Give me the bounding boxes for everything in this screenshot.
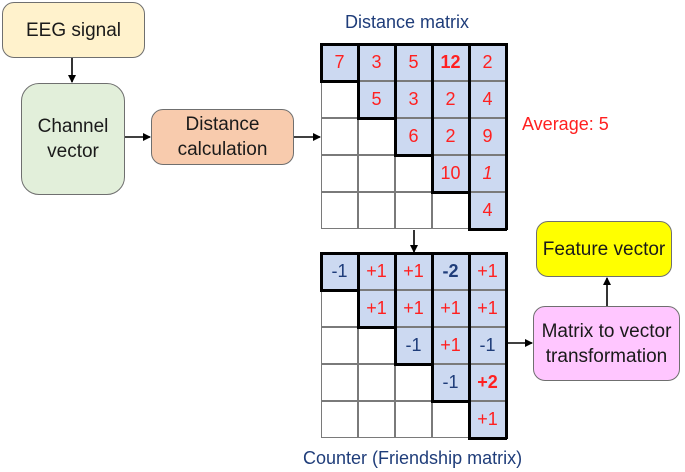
feature-vector-label: Feature vector xyxy=(542,238,666,260)
region-border xyxy=(431,400,470,403)
eeg-signal-box: EEG signal xyxy=(2,2,145,58)
region-border xyxy=(505,252,508,438)
empty-cell xyxy=(432,192,469,229)
matrix-cell: -1 xyxy=(395,327,432,364)
empty-cell xyxy=(395,192,432,229)
empty-cell xyxy=(358,192,395,229)
matrix-cell: +1 xyxy=(469,253,506,290)
distance-calculation-label: Distance calculation xyxy=(177,114,268,160)
matrix-cell: +1 xyxy=(469,290,506,327)
empty-cell xyxy=(321,290,358,327)
region-border xyxy=(431,154,434,193)
matrix-cell: 12 xyxy=(432,44,469,81)
empty-cell xyxy=(395,155,432,192)
region-border xyxy=(357,289,360,328)
region-border xyxy=(431,363,434,402)
empty-cell xyxy=(358,327,395,364)
region-border xyxy=(468,252,471,401)
region-border xyxy=(394,363,433,366)
feature-vector-box: Feature vector xyxy=(536,221,672,277)
region-border xyxy=(320,252,323,291)
region-border xyxy=(468,400,471,439)
matrix-cell: -2 xyxy=(432,253,469,290)
region-border xyxy=(320,43,323,82)
region-border xyxy=(357,326,396,329)
region-border xyxy=(468,228,507,231)
distance-matrix-title: Distance matrix xyxy=(345,12,470,32)
region-border xyxy=(394,326,397,365)
matrix-cell: +1 xyxy=(469,401,506,438)
matrix-cell: -1 xyxy=(432,364,469,401)
matrix-cell: +1 xyxy=(395,290,432,327)
matrix-cell: +1 xyxy=(358,290,395,327)
matrix-cell: -1 xyxy=(321,253,358,290)
matrix-cell: 7 xyxy=(321,44,358,81)
region-border xyxy=(357,43,360,81)
eeg-signal-label: EEG signal xyxy=(25,19,122,41)
region-border xyxy=(394,43,397,118)
matrix-cell: +1 xyxy=(432,327,469,364)
matrix-cell: 2 xyxy=(432,81,469,118)
region-border xyxy=(431,252,434,364)
region-border xyxy=(357,252,360,290)
region-border xyxy=(320,289,359,292)
matrix-to-vector-box: Matrix to vector transformation xyxy=(533,306,680,381)
matrix-cell: 4 xyxy=(469,192,506,229)
matrix-cell: 9 xyxy=(469,118,506,155)
empty-cell xyxy=(321,118,358,155)
matrix-cell: 2 xyxy=(469,44,506,81)
matrix-cell: 2 xyxy=(432,118,469,155)
region-border xyxy=(320,43,507,46)
channel-vector-label: Channel vector xyxy=(37,116,109,162)
region-border xyxy=(320,80,359,83)
matrix-cell: +1 xyxy=(358,253,395,290)
empty-cell xyxy=(321,364,358,401)
empty-cell xyxy=(395,401,432,438)
empty-cell xyxy=(321,401,358,438)
empty-cell xyxy=(358,155,395,192)
empty-cell xyxy=(321,81,358,118)
region-border xyxy=(394,252,397,327)
region-border xyxy=(431,191,470,194)
channel-vector-box: Channel vector xyxy=(21,83,125,195)
region-border xyxy=(431,43,434,155)
matrix-cell: 6 xyxy=(395,118,432,155)
empty-cell xyxy=(321,155,358,192)
empty-cell xyxy=(321,327,358,364)
empty-cell xyxy=(432,401,469,438)
region-border xyxy=(505,43,508,229)
matrix-to-vector-label: Matrix to vector transformation xyxy=(541,320,672,367)
matrix-cell: +2 xyxy=(469,364,506,401)
matrix-cell: +1 xyxy=(432,290,469,327)
matrix-cell: +1 xyxy=(395,253,432,290)
region-border xyxy=(468,43,471,192)
region-border xyxy=(468,191,471,230)
empty-cell xyxy=(321,192,358,229)
counter-matrix: -1+1+1-2+1+1+1+1+1-1+1-1-1+2+1 xyxy=(320,252,508,440)
matrix-cell: 3 xyxy=(358,44,395,81)
region-border xyxy=(394,117,397,156)
empty-cell xyxy=(358,364,395,401)
matrix-cell: 3 xyxy=(395,81,432,118)
region-border xyxy=(357,117,396,120)
region-border xyxy=(320,252,507,255)
distance-calculation-box: Distance calculation xyxy=(151,109,294,165)
average-label: Average: 5 xyxy=(522,114,609,134)
matrix-cell: 1 xyxy=(469,155,506,192)
region-border xyxy=(357,80,360,119)
empty-cell xyxy=(358,118,395,155)
matrix-cell: -1 xyxy=(469,327,506,364)
matrix-cell: 4 xyxy=(469,81,506,118)
empty-cell xyxy=(358,401,395,438)
empty-cell xyxy=(395,364,432,401)
matrix-cell: 5 xyxy=(395,44,432,81)
region-border xyxy=(394,154,433,157)
counter-matrix-title: Counter (Friendship matrix) xyxy=(303,448,523,468)
region-border xyxy=(468,437,507,440)
matrix-cell: 10 xyxy=(432,155,469,192)
matrix-cell: 5 xyxy=(358,81,395,118)
